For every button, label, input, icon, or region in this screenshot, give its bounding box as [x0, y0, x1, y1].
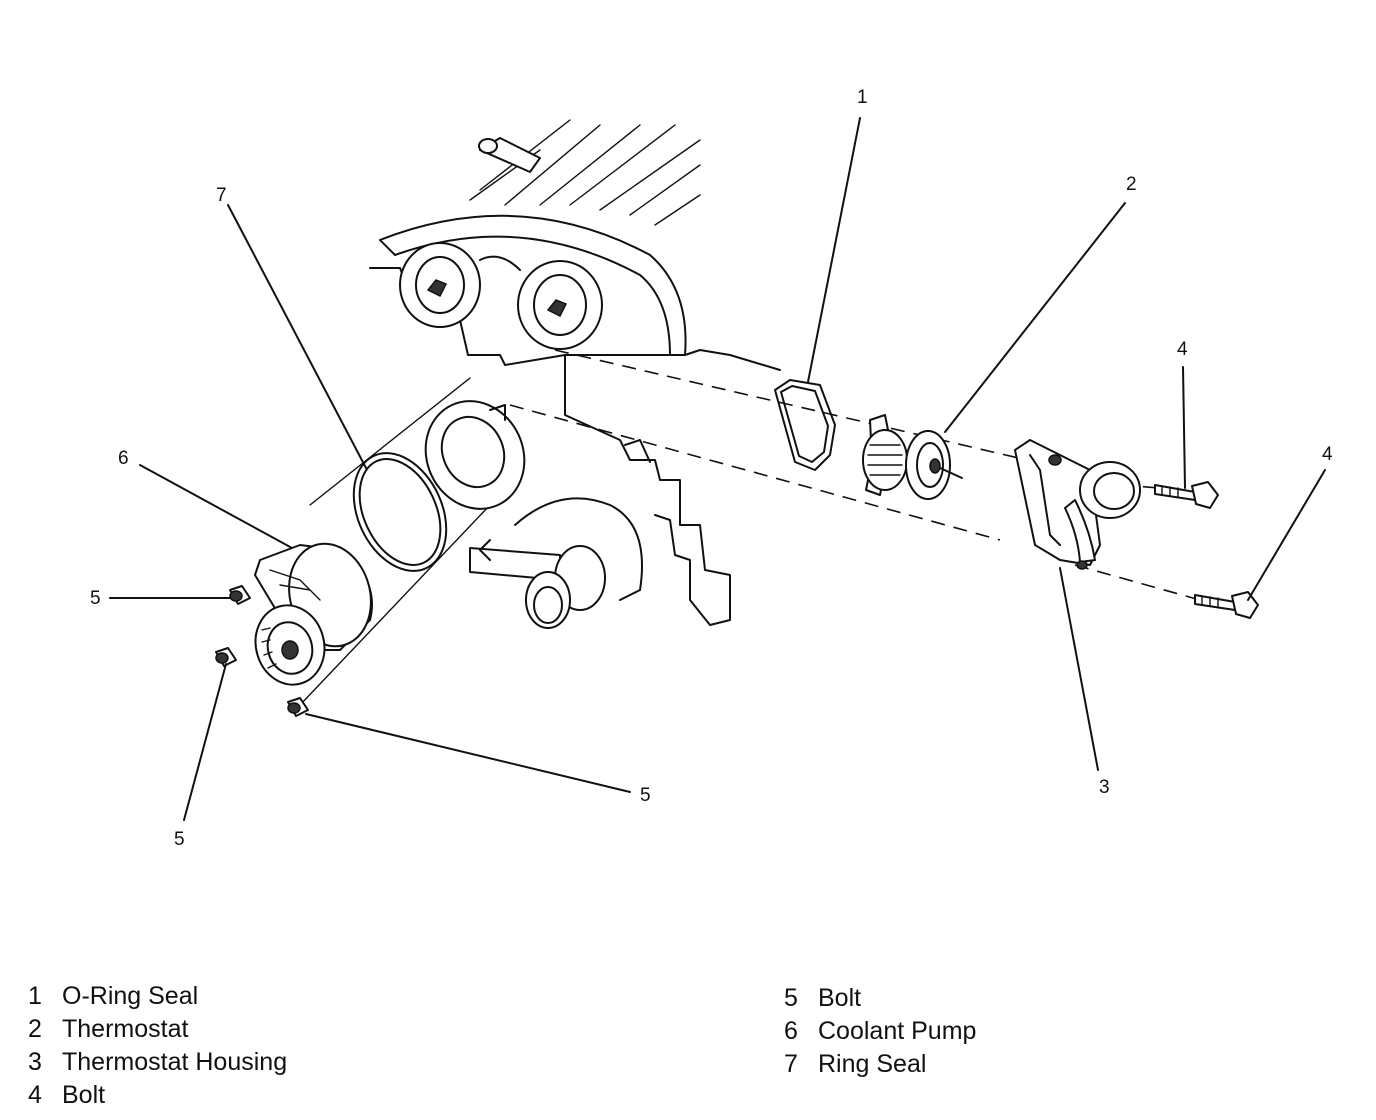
legend-number: 4 [28, 1081, 42, 1109]
engine-block [369, 119, 781, 629]
legend-number: 6 [784, 1017, 798, 1045]
legend-number: 7 [784, 1050, 798, 1078]
legend-number: 3 [28, 1048, 42, 1076]
legend-label: Coolant Pump [818, 1017, 977, 1045]
legend-column-left: 1 O-Ring Seal 2 Thermostat 3 Thermostat … [28, 980, 287, 1112]
housing-bolts [1154, 481, 1259, 619]
legend-number: 2 [28, 1015, 42, 1043]
legend-label: Thermostat [62, 1015, 189, 1043]
legend-label: Bolt [818, 984, 862, 1012]
legend-item: 7 Ring Seal [784, 1048, 976, 1081]
callout-2: 2 [1126, 174, 1137, 195]
o-ring-seal [774, 379, 836, 471]
legend-item: 4 Bolt [28, 1079, 287, 1112]
callout-5b: 5 [174, 829, 185, 850]
legend-item: 1 O-Ring Seal [28, 980, 287, 1013]
callout-4b: 4 [1322, 444, 1333, 465]
legend-label: Ring Seal [818, 1050, 927, 1078]
alignment-lines [299, 349, 1201, 706]
callout-5a: 5 [90, 588, 101, 609]
thermostat [862, 414, 963, 500]
legend-item: 5 Bolt [784, 982, 976, 1015]
leader-lines [109, 117, 1326, 821]
legend-item: 3 Thermostat Housing [28, 1046, 287, 1079]
legend-item: 6 Coolant Pump [784, 1015, 976, 1048]
legend-item: 2 Thermostat [28, 1013, 287, 1046]
legend-number: 5 [784, 984, 798, 1012]
legend-number: 1 [28, 982, 42, 1010]
legend-label: Bolt [62, 1081, 106, 1109]
callout-7: 7 [216, 185, 227, 206]
callout-1: 1 [857, 87, 868, 108]
coolant-pump [254, 542, 373, 686]
thermostat-housing [1014, 439, 1141, 570]
legend-column-right: 5 Bolt 6 Coolant Pump 7 Ring Seal [784, 982, 976, 1081]
pump-gasket [424, 400, 526, 510]
exploded-parts-diagram: 1 2 3 4 4 5 5 5 6 7 [90, 87, 1333, 850]
legend-label: O-Ring Seal [62, 982, 199, 1010]
ring-seal [352, 452, 448, 572]
legend-label: Thermostat Housing [62, 1048, 288, 1076]
callout-3: 3 [1099, 777, 1110, 798]
callout-4a: 4 [1177, 339, 1188, 360]
pump-bolts [215, 585, 309, 717]
callout-5c: 5 [640, 785, 651, 806]
callout-6: 6 [118, 448, 129, 469]
parts-legend: 1 O-Ring Seal 2 Thermostat 3 Thermostat … [0, 980, 1376, 1120]
callout-labels: 1 2 3 4 4 5 5 5 6 7 [90, 87, 1333, 850]
